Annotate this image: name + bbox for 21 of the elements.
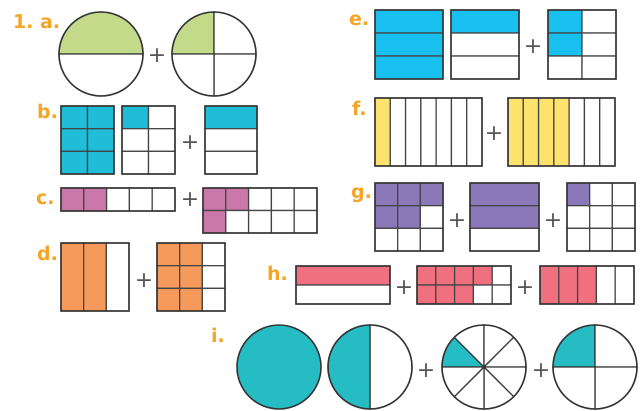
item-label: f. — [352, 100, 366, 119]
plus-sign: + — [180, 132, 200, 154]
item-label: i. — [211, 327, 225, 346]
item-label: h. — [267, 265, 288, 284]
item-label: g. — [351, 183, 372, 202]
plus-sign: + — [148, 45, 166, 67]
plus-sign: + — [532, 360, 550, 382]
item-label: d. — [37, 245, 58, 264]
item-label: b. — [37, 103, 58, 122]
plus-sign: + — [180, 189, 200, 211]
item-label: c. — [36, 189, 54, 208]
plus-sign: + — [134, 270, 154, 292]
plus-sign: + — [524, 36, 542, 58]
plus-sign: + — [416, 360, 436, 382]
plus-sign: + — [394, 277, 414, 299]
item-label: 1. a. — [13, 13, 60, 32]
item-label: e. — [349, 10, 370, 29]
plus-sign: + — [484, 123, 504, 145]
plus-sign: + — [544, 210, 562, 232]
plus-sign: + — [448, 210, 466, 232]
plus-sign: + — [516, 277, 534, 299]
